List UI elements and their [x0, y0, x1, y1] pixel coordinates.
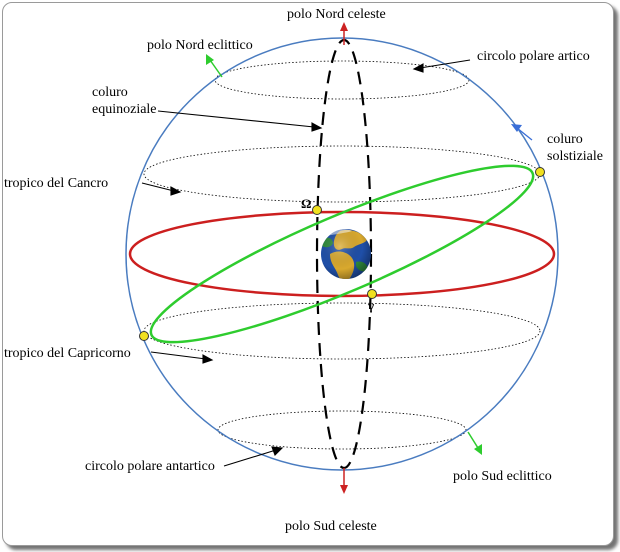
- south-ecliptic-arrowhead: [474, 444, 482, 455]
- solstitial-colure-arrow: [511, 124, 533, 141]
- antarctic-pointer-arrowhead: [271, 446, 284, 456]
- north-celestial-arrowhead: [340, 22, 348, 31]
- tropic-of-cancer-circle: [143, 145, 541, 203]
- label-tropic-of-cancer: tropico del Cancro: [4, 176, 108, 191]
- label-pointers: [141, 59, 471, 467]
- vernal-equinox-point: [367, 289, 377, 299]
- diagram-frame: [2, 2, 614, 546]
- descending-node-point: [312, 205, 322, 215]
- arctic-pointer-arrowhead: [412, 63, 424, 73]
- label-equinoctial-colure-line2: equinoziale: [92, 102, 157, 117]
- ecliptic: [149, 164, 535, 344]
- celestial-axis-arrows: [340, 22, 348, 494]
- solstice-point-left: [139, 331, 149, 341]
- label-equinoctial-colure-line1: coluro: [92, 85, 128, 100]
- label-antarctic-circle: circolo polare antartico: [85, 459, 215, 474]
- label-solstitial-colure-line2: solstiziale: [547, 149, 603, 164]
- label-south-celestial-pole: polo Sud celeste: [285, 519, 377, 534]
- symbol-descending-node: Ω: [301, 196, 311, 211]
- ecliptic-nodes: [139, 167, 545, 341]
- equinoctial-pointer-arrowhead: [311, 122, 323, 132]
- label-arctic-circle: circolo polare artico: [477, 49, 590, 64]
- antarctic-circle: [217, 410, 467, 450]
- symbol-vernal-point: γ: [367, 298, 374, 313]
- cancer-pointer-arrowhead: [170, 186, 182, 196]
- solstitial-arrowhead: [511, 124, 522, 132]
- earth-globe: [321, 229, 371, 279]
- label-north-ecliptic-pole: polo Nord eclittico: [147, 38, 253, 53]
- tropic-of-capricorn-circle: [143, 302, 541, 360]
- label-solstitial-colure-line1: coluro: [547, 132, 583, 147]
- ecliptic-axis-arrows: [206, 54, 482, 455]
- north-ecliptic-arrowhead: [206, 54, 214, 65]
- label-south-ecliptic-pole: polo Sud eclittico: [453, 469, 552, 484]
- celestial-sphere: [125, 37, 559, 471]
- label-tropic-of-capricorn: tropico del Capricorno: [4, 346, 131, 361]
- label-north-celestial-pole: polo Nord celeste: [287, 7, 386, 22]
- capricorn-pointer-arrowhead: [202, 354, 214, 364]
- solstice-point-right: [535, 167, 545, 177]
- south-celestial-arrowhead: [340, 485, 348, 494]
